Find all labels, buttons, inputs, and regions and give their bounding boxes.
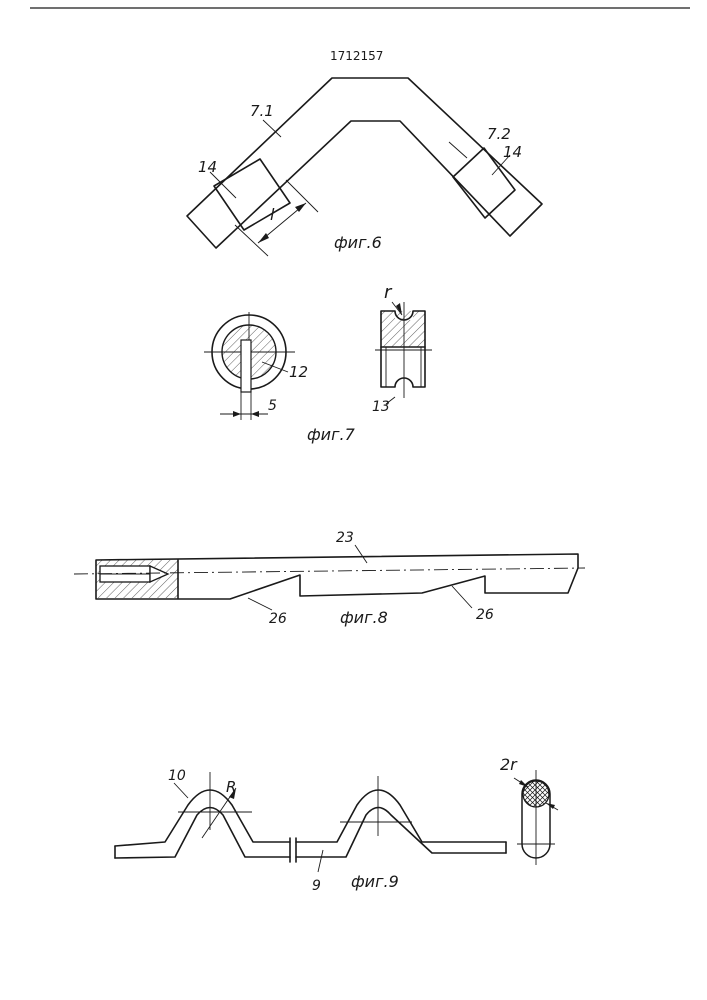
label-radius-r: r	[384, 282, 393, 303]
label-rod-23: 23	[336, 530, 354, 546]
caption-fig6: фиг.6	[334, 233, 382, 252]
label-notch-right: 26	[476, 607, 494, 623]
wire-left-bottom	[115, 808, 290, 859]
figure-8: 23 26 26 фиг.8	[74, 530, 585, 627]
label-wire-radius-2r: 2r	[500, 755, 518, 774]
label-arm-left: 7.1	[250, 102, 274, 120]
bracket-outline	[187, 78, 542, 248]
label-radius-R: R	[226, 778, 236, 796]
label-bend-10: 10	[168, 768, 186, 784]
wire-right-top	[296, 790, 506, 842]
slot-5	[241, 340, 251, 392]
label-notch-left: 26	[269, 611, 287, 627]
label-wire-9: 9	[312, 878, 321, 894]
slot-left	[214, 159, 290, 230]
figure-7: 12 5 r 13 фиг.7	[204, 282, 432, 444]
label-slot-right: 14	[503, 143, 522, 161]
label-slot-left: 14	[198, 158, 217, 176]
patent-number: 1712157	[330, 49, 383, 63]
label-roller-13: 13	[372, 399, 390, 415]
figure-6: 7.1 7.2 14 14 l фиг.6	[187, 78, 542, 256]
label-dimension-l: l	[270, 205, 275, 224]
wire-cross-section	[514, 770, 558, 865]
wire-right-bottom	[296, 808, 506, 858]
figure-9: 10 R 9 фиг.9 2r	[115, 755, 558, 894]
label-arm-right: 7.2	[487, 125, 511, 143]
roller-13	[375, 302, 432, 398]
caption-fig9: фиг.9	[351, 872, 399, 891]
label-width-5: 5	[268, 398, 277, 414]
caption-fig8: фиг.8	[340, 608, 388, 627]
caption-fig7: фиг.7	[307, 425, 356, 444]
label-part-12: 12	[289, 363, 308, 381]
